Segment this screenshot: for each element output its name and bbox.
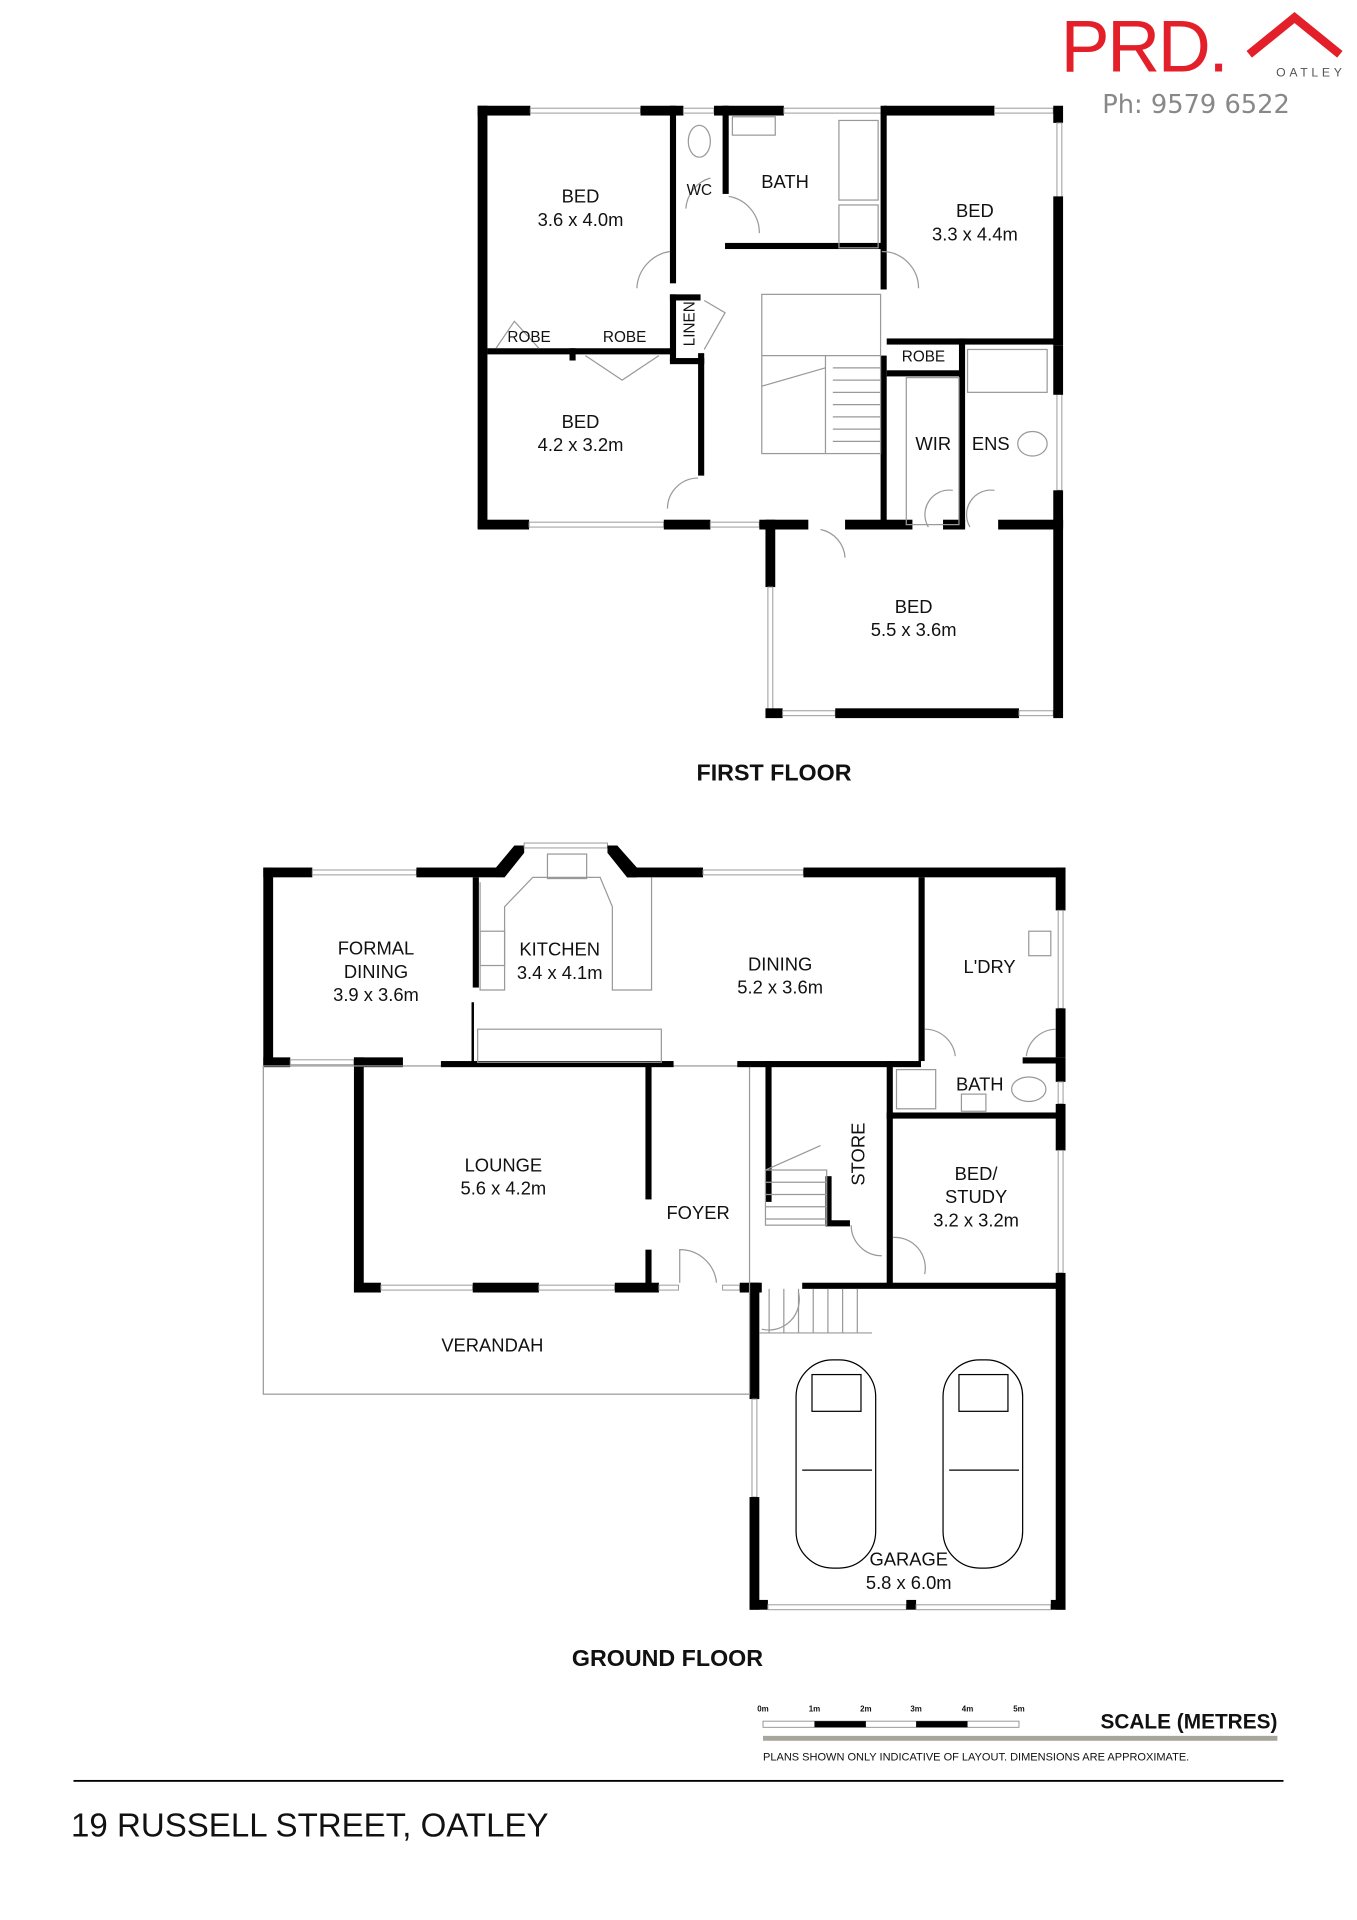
room-size: 3.9 x 3.6m bbox=[333, 984, 419, 1005]
footer-divider bbox=[73, 1779, 1284, 1782]
first-floor-title: FIRST FLOOR bbox=[697, 760, 852, 786]
room-label: WC bbox=[687, 182, 713, 199]
room-label: FOYER bbox=[666, 1202, 729, 1223]
scale-bar: 0m 1m 2m 3m 4m 5m SCALE (METRES) PLANS S… bbox=[757, 1704, 1278, 1763]
room-size: 4.2 x 3.2m bbox=[538, 434, 624, 455]
room-size: 3.3 x 4.4m bbox=[932, 223, 1018, 244]
room-size: 5.2 x 3.6m bbox=[737, 977, 823, 998]
room-label: LOUNGE bbox=[465, 1154, 543, 1175]
svg-text:1m: 1m bbox=[809, 1704, 821, 1713]
room-label: BED bbox=[562, 186, 600, 207]
ground-floor-plan: FORMAL DINING 3.9 x 3.6m KITCHEN 3.4 x 4… bbox=[262, 842, 1066, 1671]
room-size: 5.8 x 6.0m bbox=[866, 1572, 952, 1593]
room-size: 3.4 x 4.1m bbox=[517, 962, 603, 983]
disclaimer: PLANS SHOWN ONLY INDICATIVE OF LAYOUT. D… bbox=[763, 1751, 1189, 1763]
room-label: BED bbox=[562, 411, 600, 432]
room-label: DINING bbox=[344, 961, 408, 982]
svg-text:4m: 4m bbox=[962, 1704, 974, 1713]
room-label: STORE bbox=[848, 1123, 869, 1186]
roof-icon bbox=[1246, 12, 1343, 58]
room-label: DINING bbox=[748, 953, 812, 974]
ground-floor-title: GROUND FLOOR bbox=[572, 1645, 763, 1671]
room-label: ROBE bbox=[507, 329, 550, 346]
svg-text:5m: 5m bbox=[1013, 1704, 1025, 1713]
car-icon bbox=[795, 1359, 877, 1569]
room-label: ROBE bbox=[603, 329, 646, 346]
room-label: FORMAL bbox=[338, 937, 415, 958]
room-label: BATH bbox=[761, 171, 809, 192]
room-label: BATH bbox=[956, 1073, 1004, 1094]
prd-logo: PRD. OATLEY Ph: 9579 6522 bbox=[1061, 4, 1345, 120]
brand-phone: Ph: 9579 6522 bbox=[1102, 90, 1290, 120]
room-label: VERANDAH bbox=[441, 1334, 543, 1355]
room-label: BED bbox=[895, 596, 933, 617]
room-size: 5.6 x 4.2m bbox=[460, 1178, 546, 1199]
room-size: 3.2 x 3.2m bbox=[933, 1209, 1019, 1230]
room-label: L'DRY bbox=[964, 956, 1016, 977]
svg-text:2m: 2m bbox=[860, 1704, 872, 1713]
room-label: STUDY bbox=[945, 1186, 1007, 1207]
room-label: BED/ bbox=[955, 1163, 999, 1184]
brand-office: OATLEY bbox=[1276, 65, 1345, 79]
property-address: 19 RUSSELL STREET, OATLEY bbox=[71, 1807, 549, 1844]
svg-text:3m: 3m bbox=[910, 1704, 922, 1713]
room-label: GARAGE bbox=[869, 1549, 948, 1570]
room-label: BED bbox=[956, 200, 994, 221]
car-icon bbox=[942, 1359, 1024, 1569]
room-size: 5.5 x 3.6m bbox=[871, 619, 957, 640]
room-size: 3.6 x 4.0m bbox=[538, 209, 624, 230]
room-label: WIR bbox=[915, 433, 951, 454]
svg-text:0m: 0m bbox=[757, 1704, 769, 1713]
scale-title: SCALE (METRES) bbox=[1100, 1711, 1277, 1734]
room-label: LINEN bbox=[681, 301, 698, 346]
room-label: ENS bbox=[972, 433, 1010, 454]
first-floor-plan: BED 3.6 x 4.0m WC BATH BED 3.3 x 4.4m RO… bbox=[477, 105, 1064, 786]
brand-name: PRD. bbox=[1061, 4, 1227, 87]
room-label: ROBE bbox=[902, 349, 945, 366]
room-label: KITCHEN bbox=[519, 939, 600, 960]
